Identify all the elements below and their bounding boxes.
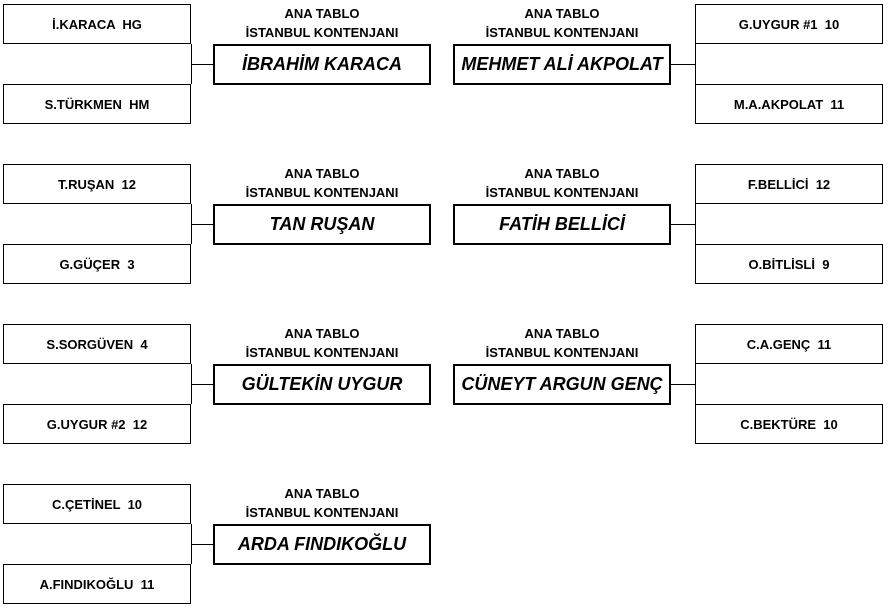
winner-box: MEHMET ALİ AKPOLAT [453, 44, 671, 85]
round-heading: ANA TABLO İSTANBUL KONTENJANI [453, 4, 671, 42]
round-heading-line: ANA TABLO [284, 166, 360, 181]
round-heading: ANA TABLO İSTANBUL KONTENJANI [213, 4, 431, 42]
round-heading-line: İSTANBUL KONTENJANI [245, 185, 399, 200]
round-heading-line: ANA TABLO [284, 486, 360, 501]
winner-box: TAN RUŞAN [213, 204, 431, 245]
round-heading: ANA TABLO İSTANBUL KONTENJANI [213, 324, 431, 362]
player-box: A.FINDIKOĞLU 11 [3, 564, 191, 604]
round-heading-line: İSTANBUL KONTENJANI [245, 345, 399, 360]
winner-box: İBRAHİM KARACA [213, 44, 431, 85]
bracket-connector [695, 204, 696, 244]
round-heading: ANA TABLO İSTANBUL KONTENJANI [453, 164, 671, 202]
winner-box: FATİH BELLİCİ [453, 204, 671, 245]
round-heading-line: ANA TABLO [284, 326, 360, 341]
winner-box: ARDA FINDIKOĞLU [213, 524, 431, 565]
player-box: F.BELLİCİ 12 [695, 164, 883, 204]
round-heading-line: İSTANBUL KONTENJANI [245, 505, 399, 520]
round-heading: ANA TABLO İSTANBUL KONTENJANI [213, 164, 431, 202]
bracket-connector [695, 364, 696, 404]
player-box: M.A.AKPOLAT 11 [695, 84, 883, 124]
round-heading-line: İSTANBUL KONTENJANI [245, 25, 399, 40]
round-heading-line: İSTANBUL KONTENJANI [485, 345, 639, 360]
round-heading-line: ANA TABLO [524, 326, 600, 341]
round-heading: ANA TABLO İSTANBUL KONTENJANI [453, 324, 671, 362]
player-box: G.GÜÇER 3 [3, 244, 191, 284]
player-box: C.A.GENÇ 11 [695, 324, 883, 364]
player-box: G.UYGUR #1 10 [695, 4, 883, 44]
bracket-connector [695, 44, 696, 84]
bracket-connector [671, 224, 695, 225]
winner-box: CÜNEYT ARGUN GENÇ [453, 364, 671, 405]
winner-box: GÜLTEKİN UYGUR [213, 364, 431, 405]
bracket-connector [191, 384, 213, 385]
bracket-connector [671, 384, 695, 385]
round-heading-line: İSTANBUL KONTENJANI [485, 185, 639, 200]
player-box: C.ÇETİNEL 10 [3, 484, 191, 524]
bracket-connector [191, 224, 213, 225]
player-box: İ.KARACA HG [3, 4, 191, 44]
player-box: G.UYGUR #2 12 [3, 404, 191, 444]
bracket-connector [191, 64, 213, 65]
round-heading: ANA TABLO İSTANBUL KONTENJANI [213, 484, 431, 522]
player-box: S.TÜRKMEN HM [3, 84, 191, 124]
player-box: T.RUŞAN 12 [3, 164, 191, 204]
round-heading-line: İSTANBUL KONTENJANI [485, 25, 639, 40]
round-heading-line: ANA TABLO [524, 6, 600, 21]
bracket-connector [191, 544, 213, 545]
round-heading-line: ANA TABLO [524, 166, 600, 181]
player-box: C.BEKTÜRE 10 [695, 404, 883, 444]
player-box: O.BİTLİSLİ 9 [695, 244, 883, 284]
round-heading-line: ANA TABLO [284, 6, 360, 21]
player-box: S.SORGÜVEN 4 [3, 324, 191, 364]
bracket-connector [671, 64, 695, 65]
